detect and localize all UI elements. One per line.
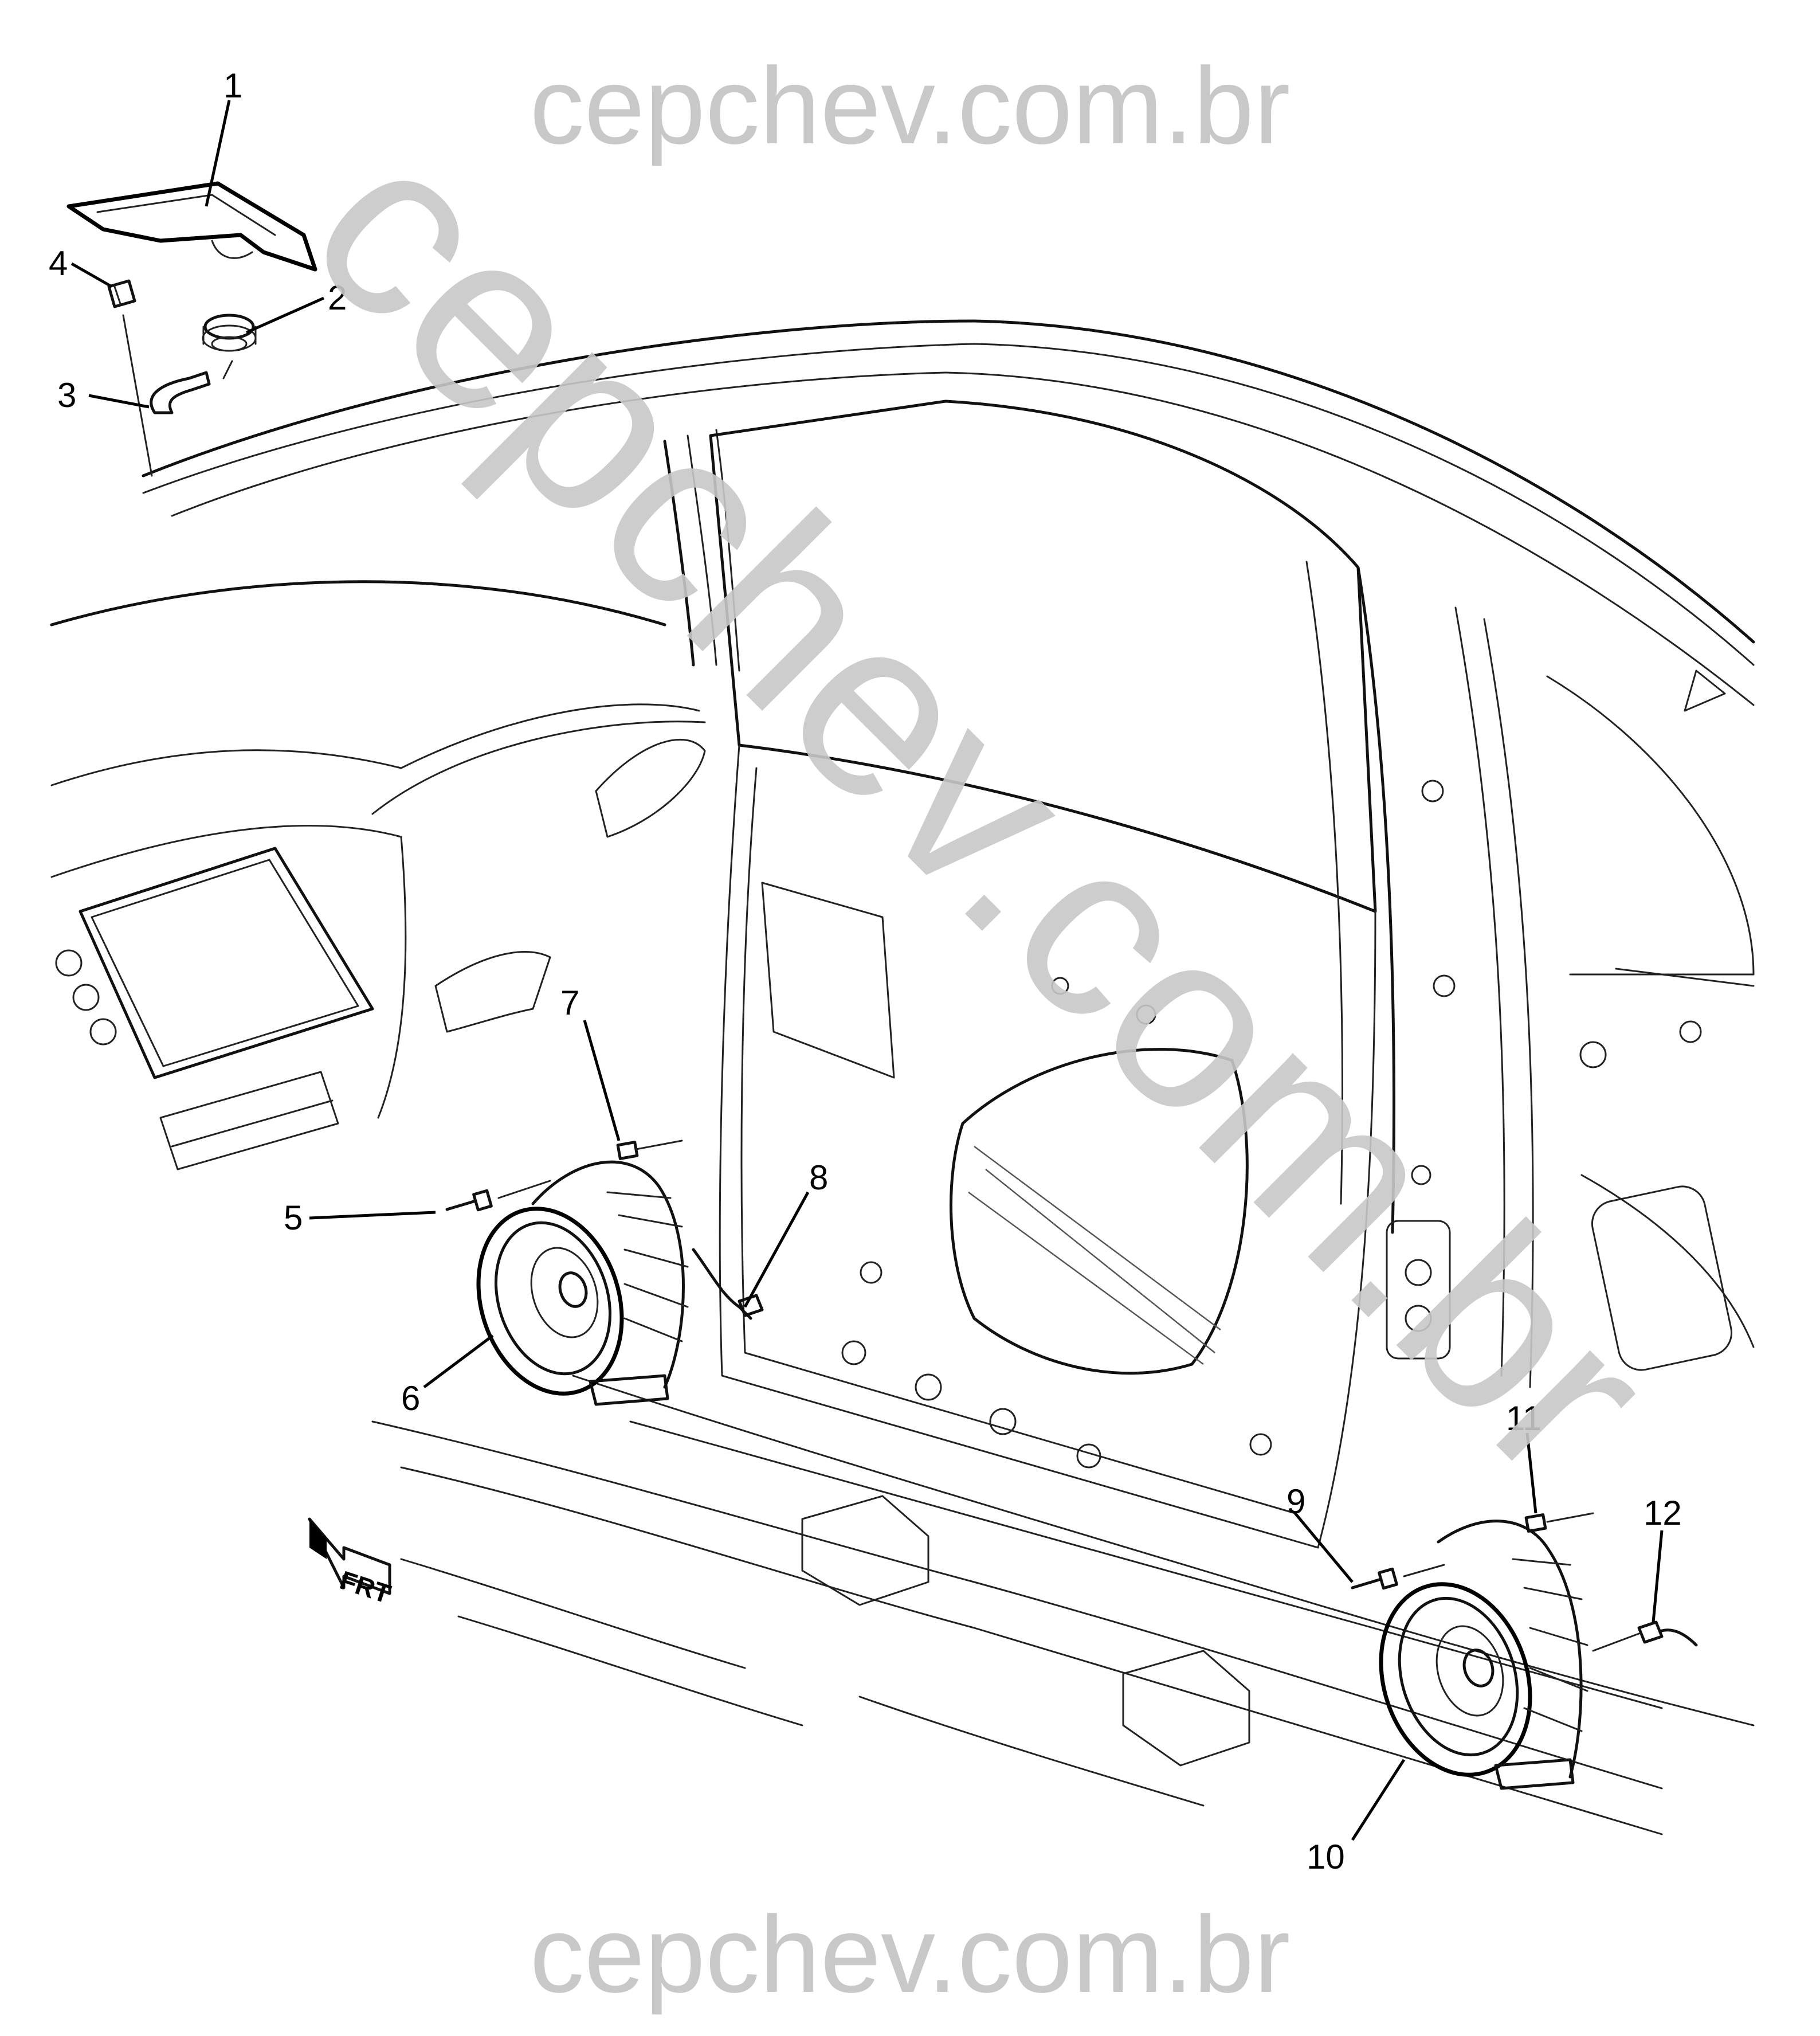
- tweeter-alignment-line: [222, 360, 233, 379]
- watermark-bottom: cepchev.com.br: [529, 1894, 1290, 2015]
- callout-12: 12: [1644, 1494, 1682, 1532]
- rear-nut-alignment-line: [1546, 1512, 1594, 1523]
- tweeter-trim-panel: [66, 181, 317, 272]
- callout-8: 8: [809, 1158, 828, 1197]
- rear-speaker-bolt: [1351, 1567, 1398, 1590]
- callout-6: 6: [401, 1379, 420, 1418]
- door-holes: [841, 780, 1702, 1469]
- callout-10: 10: [1307, 1838, 1345, 1876]
- rear-speaker-harness: [1637, 1620, 1698, 1647]
- bolt-alignment-line: [497, 1180, 551, 1199]
- watermark-top: cepchev.com.br: [529, 45, 1290, 167]
- callout-3: 3: [57, 376, 76, 414]
- front-speaker-nut: [616, 1141, 639, 1160]
- watermark-diagonal: cepchev.com.br: [259, 85, 1704, 1531]
- callout-5: 5: [284, 1199, 303, 1237]
- tweeter-speaker: [202, 314, 257, 352]
- front-speaker-harness: [692, 1248, 764, 1320]
- front-direction-indicator: FRT: [308, 1517, 394, 1609]
- callout-11: 11: [1506, 1399, 1541, 1438]
- rear-bolt-alignment-line: [1403, 1564, 1445, 1577]
- infotainment-screen: [79, 847, 374, 1079]
- vehicle-body-structure: [50, 319, 1755, 1835]
- callout-2: 2: [328, 279, 347, 317]
- rear-harness-alignment-line: [1592, 1632, 1640, 1652]
- rear-speaker-nut: [1524, 1513, 1547, 1533]
- callout-1: 1: [223, 66, 242, 105]
- front-speaker-bolt: [445, 1189, 493, 1212]
- callout-9: 9: [1286, 1482, 1305, 1521]
- nut-alignment-line: [635, 1140, 683, 1150]
- callout-labels: 1 2 3 4 5 6 7 8 9 10 11 12: [49, 66, 1682, 1876]
- clip-alignment-line: [122, 314, 153, 477]
- rear-door-speaker: [1379, 1520, 1588, 1790]
- front-direction-label: FRT: [336, 1565, 394, 1609]
- callout-7: 7: [560, 984, 579, 1022]
- tweeter-retainer-clip: [107, 279, 136, 308]
- front-door-speaker: [476, 1160, 689, 1406]
- callout-leaders: [70, 100, 1664, 1841]
- callout-4: 4: [49, 244, 68, 283]
- tweeter-harness-connector: [150, 371, 211, 414]
